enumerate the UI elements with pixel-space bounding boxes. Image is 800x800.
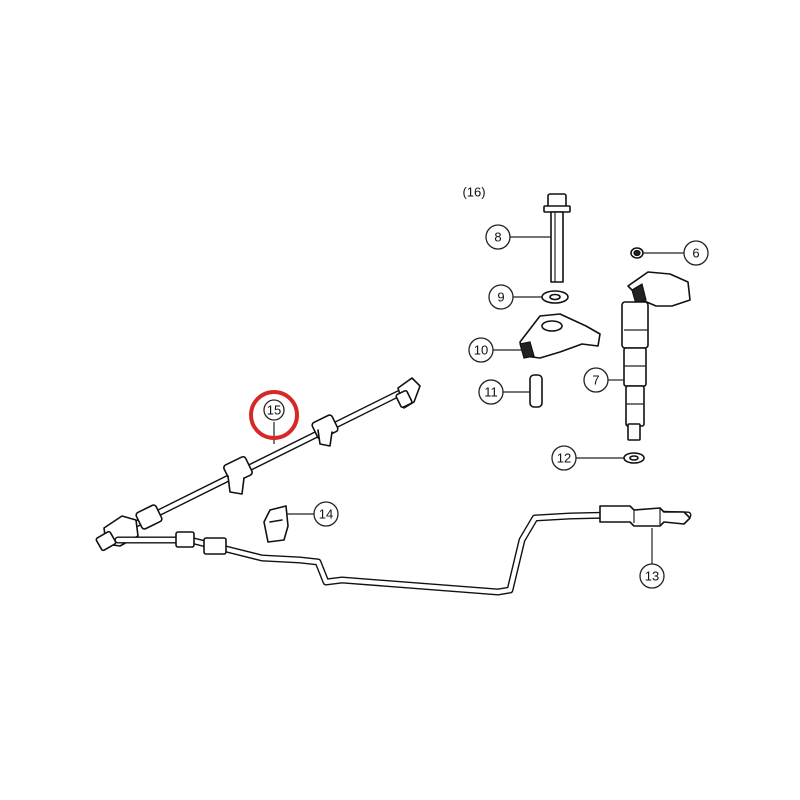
- callout-8[interactable]: 8: [485, 224, 511, 250]
- fuel-rail: [95, 377, 421, 552]
- bolt-washer: [541, 290, 569, 304]
- rail-port-1: [311, 414, 339, 447]
- callout-13-label: 13: [645, 569, 659, 584]
- callout-10-label: 10: [474, 343, 488, 358]
- callout-14-label: 14: [319, 507, 333, 522]
- rail-port-3: [135, 504, 163, 530]
- callout-13[interactable]: 13: [639, 563, 665, 589]
- injector-bolt: [543, 193, 571, 283]
- callout-15[interactable]: 15: [249, 390, 299, 440]
- callout-16: (16): [462, 185, 485, 200]
- line-clip: [263, 505, 289, 543]
- rail-port-2: [223, 455, 253, 495]
- o-ring: [630, 247, 644, 259]
- callout-14[interactable]: 14: [313, 501, 339, 527]
- injector-clamp: [519, 313, 601, 359]
- highlight-ring: [249, 390, 299, 440]
- callout-7[interactable]: 7: [583, 367, 609, 393]
- callout-15-label: 15: [267, 403, 281, 418]
- fuel-injector: [621, 271, 691, 441]
- callout-11[interactable]: 11: [478, 379, 504, 405]
- callout-6[interactable]: 6: [683, 240, 709, 266]
- dowel-pin: [529, 374, 543, 408]
- callout-12-label: 12: [557, 451, 571, 466]
- callout-7-label: 7: [592, 373, 599, 388]
- callout-12[interactable]: 12: [551, 445, 577, 471]
- callout-9[interactable]: 9: [488, 284, 514, 310]
- callout-6-label: 6: [692, 246, 699, 261]
- callout-11-label: 11: [484, 385, 498, 400]
- fuel-supply-line: [114, 505, 692, 596]
- injector-seal-washer: [623, 452, 645, 464]
- callout-8-label: 8: [494, 230, 501, 245]
- callout-9-label: 9: [497, 290, 504, 305]
- callout-10[interactable]: 10: [468, 337, 494, 363]
